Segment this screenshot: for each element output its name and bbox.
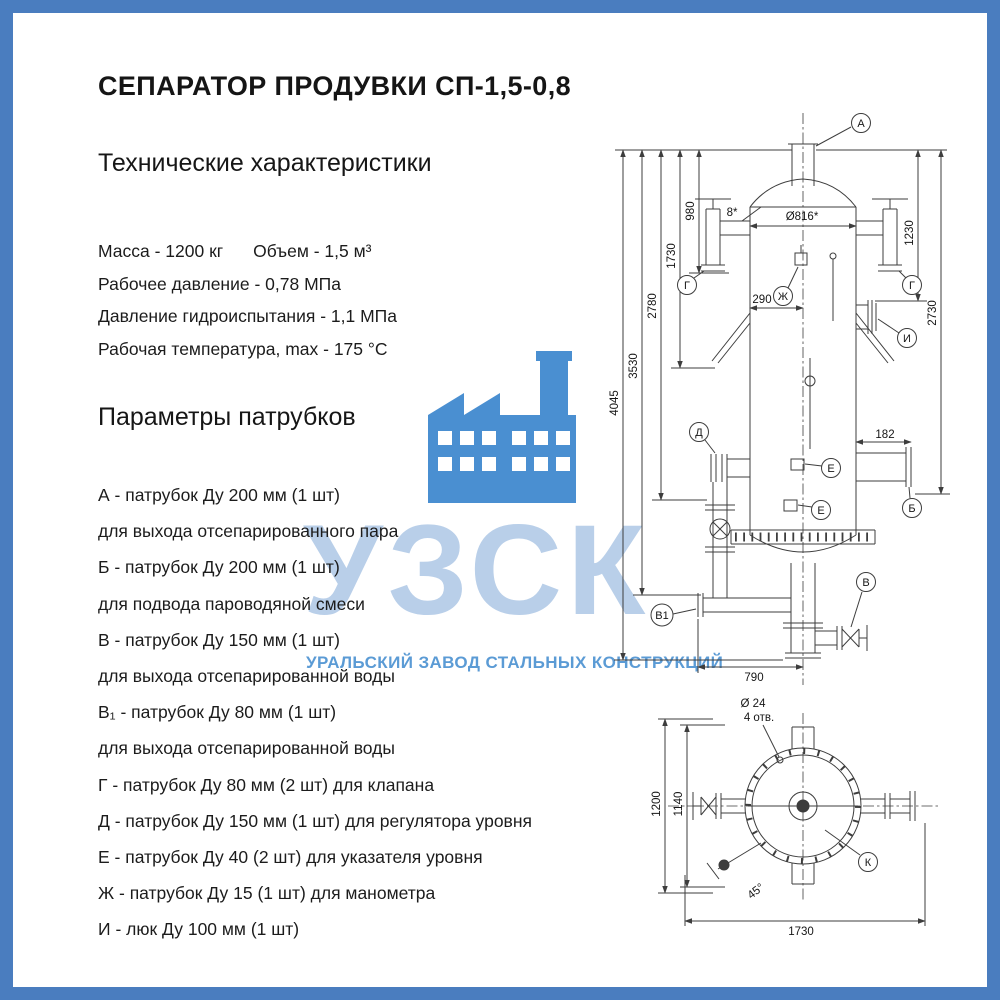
nozzle-label-e-lower: Е bbox=[797, 500, 831, 520]
nozzle-label-d: Д bbox=[689, 422, 716, 454]
dim-1730-bottom: 1730 bbox=[788, 926, 814, 938]
svg-text:Б: Б bbox=[908, 503, 915, 515]
dim-2780: 2780 bbox=[647, 293, 659, 319]
dim-1230: 1230 bbox=[904, 220, 916, 246]
spec-volume: Объем - 1,5 м³ bbox=[253, 241, 372, 261]
nozzle-item: Д - патрубок Ду 150 мм (1 шт) для регуля… bbox=[98, 810, 532, 831]
spec-mass-volume: Масса - 1200 кг Объем - 1,5 м³ bbox=[98, 235, 397, 268]
nozzle-label-g-right: Г bbox=[898, 270, 922, 295]
dim-45deg: 45° bbox=[746, 882, 767, 902]
dim-816: Ø816* bbox=[786, 211, 819, 223]
watermark-abbr: УЗСК bbox=[303, 499, 651, 642]
spec-working-temperature: Рабочая температура, max - 175 °С bbox=[98, 338, 388, 359]
bottom-view: Ø 24 4 отв. 1200 1140 1730 45° К bbox=[651, 698, 938, 938]
svg-text:А: А bbox=[857, 118, 865, 130]
content: СЕПАРАТОР ПРОДУВКИ СП-1,5-0,8 Технически… bbox=[13, 13, 987, 987]
nozzle-item: В₁ - патрубок Ду 80 мм (1 шт) bbox=[98, 702, 337, 723]
factory-icon bbox=[428, 351, 576, 503]
dim-24-holes: 4 отв. bbox=[744, 712, 774, 724]
dim-1140: 1140 bbox=[673, 792, 685, 817]
spec-hydro-pressure: Давление гидроиспытания - 1,1 МПа bbox=[98, 306, 397, 326]
spec-working-pressure: Рабочее давление - 0,78 МПа bbox=[98, 273, 341, 294]
svg-text:И: И bbox=[903, 333, 911, 345]
uzsk-watermark: УЗСК УРАЛЬСКИЙ ЗАВОД СТАЛЬНЫХ КОНСТРУКЦИ… bbox=[13, 13, 987, 987]
svg-text:Д: Д bbox=[695, 427, 703, 439]
dim-1730: 1730 bbox=[666, 243, 678, 269]
page-title: СЕПАРАТОР ПРОДУВКИ СП-1,5-0,8 bbox=[98, 71, 572, 101]
technical-drawing: Ø816* 8* 290 182 790 980 1730 2780 3530 … bbox=[609, 113, 950, 938]
nozzle-label-zh: Ж bbox=[773, 266, 799, 306]
nozzle-label-e-upper: Е bbox=[804, 458, 841, 478]
svg-text:Г: Г bbox=[684, 280, 690, 292]
nozzle-item: Б - патрубок Ду 200 мм (1 шт) bbox=[98, 557, 340, 578]
nozzle-label-v: В bbox=[850, 572, 876, 628]
dim-3530: 3530 bbox=[628, 353, 640, 379]
dim-290: 290 bbox=[752, 294, 771, 306]
nozzle-label-v1: В1 bbox=[650, 603, 697, 627]
nozzle-item: Ж - патрубок Ду 15 (1 шт) для манометра bbox=[98, 883, 436, 904]
svg-text:В: В bbox=[862, 577, 869, 589]
tech-specs-heading: Технические характеристики bbox=[98, 149, 432, 177]
dim-24: Ø 24 bbox=[741, 698, 767, 710]
tech-specs-list: Масса - 1200 кг Объем - 1,5 м³ Рабочее да… bbox=[98, 235, 397, 365]
view-label-k: К bbox=[824, 829, 878, 872]
svg-text:В1: В1 bbox=[655, 610, 668, 622]
dim-2730: 2730 bbox=[927, 300, 939, 326]
svg-text:Ж: Ж bbox=[778, 291, 788, 303]
nozzle-label-a: А bbox=[815, 113, 871, 147]
nozzle-item: А - патрубок Ду 200 мм (1 шт) bbox=[98, 485, 340, 505]
nozzle-params-heading: Параметры патрубков bbox=[98, 403, 356, 431]
nozzle-item: Е - патрубок Ду 40 (2 шт) для указателя … bbox=[98, 847, 483, 868]
nozzle-item-desc: для подвода пароводяной смеси bbox=[98, 593, 365, 614]
dim-790: 790 bbox=[744, 672, 763, 684]
watermark-full-name: УРАЛЬСКИЙ ЗАВОД СТАЛЬНЫХ КОНСТРУКЦИЙ bbox=[306, 653, 724, 672]
svg-text:Е: Е bbox=[827, 463, 834, 475]
dim-4045: 4045 bbox=[609, 390, 621, 416]
dim-8deg: 8* bbox=[727, 207, 738, 219]
nozzle-item-desc: для выхода отсепарированного пара bbox=[98, 521, 399, 542]
nozzle-item: И - люк Ду 100 мм (1 шт) bbox=[98, 919, 300, 940]
svg-text:Е: Е bbox=[817, 505, 824, 517]
dim-182: 182 bbox=[875, 429, 894, 441]
elevation-view: Ø816* 8* 290 182 790 980 1730 2780 3530 … bbox=[609, 113, 950, 685]
dim-1200: 1200 bbox=[651, 791, 663, 817]
nozzle-item-desc: для выхода отсепарированной воды bbox=[98, 666, 395, 687]
dim-980: 980 bbox=[685, 201, 697, 220]
nozzle-list: А - патрубок Ду 200 мм (1 шт) для выхода… bbox=[98, 477, 532, 948]
svg-text:Г: Г bbox=[909, 280, 915, 292]
nozzle-item-desc: для выхода отсепарированной воды bbox=[98, 738, 395, 759]
nozzle-item: Г - патрубок Ду 80 мм (2 шт) для клапана bbox=[98, 774, 435, 795]
manhole-label-i: И bbox=[877, 318, 917, 348]
svg-text:К: К bbox=[865, 857, 872, 869]
nozzle-item: В - патрубок Ду 150 мм (1 шт) bbox=[98, 629, 340, 650]
spec-mass: Масса - 1200 кг bbox=[98, 241, 224, 261]
nozzle-label-g-left: Г bbox=[677, 270, 705, 295]
nozzle-label-b: Б bbox=[902, 486, 922, 518]
